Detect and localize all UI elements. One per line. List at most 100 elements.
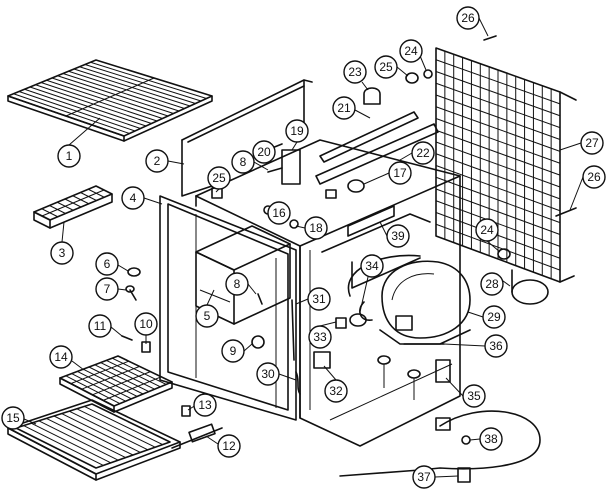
callout-29: 29: [482, 305, 506, 329]
callout-26-upper: 26: [456, 6, 480, 30]
callout-33: 33: [308, 325, 332, 349]
svg-text:18: 18: [309, 221, 323, 235]
cabinet-body-part: [195, 139, 461, 447]
callout-23: 23: [343, 60, 367, 84]
ice-tray-part: [33, 185, 113, 229]
small-rack-part: [59, 355, 173, 413]
callout-8-upper: 8: [231, 150, 255, 174]
svg-text:13: 13: [198, 398, 212, 412]
callout-24-lower: 24: [475, 218, 499, 242]
svg-text:5: 5: [204, 309, 211, 323]
callout-4: 4: [121, 186, 145, 210]
callout-25-lower: 25: [207, 166, 231, 190]
callout-38: 38: [479, 427, 503, 451]
svg-text:19: 19: [290, 124, 304, 138]
svg-text:36: 36: [489, 339, 503, 353]
svg-text:15: 15: [6, 411, 20, 425]
callout-7: 7: [95, 277, 119, 301]
callout-28: 28: [480, 272, 504, 296]
svg-text:9: 9: [230, 344, 237, 358]
svg-text:8: 8: [234, 277, 241, 291]
callout-1: 1: [57, 144, 81, 168]
callout-26-lower: 26: [582, 165, 606, 189]
wire-shelf-part: [7, 59, 213, 142]
svg-text:34: 34: [365, 259, 379, 273]
svg-text:1: 1: [66, 149, 73, 163]
svg-text:10: 10: [139, 317, 153, 331]
svg-text:2: 2: [154, 154, 161, 168]
callout-17: 17: [388, 161, 412, 185]
callout-25-upper: 25: [374, 55, 398, 79]
callout-36: 36: [484, 334, 508, 358]
callout-9: 9: [221, 339, 245, 363]
drain-pan-part: [511, 269, 549, 305]
callout-34: 34: [360, 254, 384, 278]
svg-text:16: 16: [272, 206, 286, 220]
evaporator-box-part: [195, 225, 291, 325]
svg-text:21: 21: [337, 101, 351, 115]
svg-text:29: 29: [487, 310, 501, 324]
svg-text:24: 24: [404, 44, 418, 58]
callout-10: 10: [134, 312, 158, 336]
svg-text:8: 8: [240, 155, 247, 169]
callout-16: 16: [267, 201, 291, 225]
svg-text:30: 30: [261, 367, 275, 381]
svg-text:35: 35: [467, 389, 481, 403]
callout-31: 31: [307, 287, 331, 311]
callout-15: 15: [1, 406, 25, 430]
svg-text:23: 23: [348, 65, 362, 79]
svg-text:37: 37: [417, 470, 431, 484]
callout-11: 11: [88, 314, 112, 338]
svg-text:26: 26: [461, 11, 475, 25]
svg-text:25: 25: [379, 60, 393, 74]
mounting-grommet-part: [377, 355, 451, 400]
callout-20: 20: [252, 140, 276, 164]
svg-text:24: 24: [480, 223, 494, 237]
callout-27: 27: [580, 131, 604, 155]
hardware-parts: [121, 35, 577, 449]
callout-39: 39: [386, 224, 410, 248]
drip-pan-part: [7, 399, 181, 481]
svg-text:20: 20: [257, 145, 271, 159]
svg-text:33: 33: [313, 330, 327, 344]
svg-text:38: 38: [484, 432, 498, 446]
callout-21: 21: [332, 96, 356, 120]
svg-text:12: 12: [222, 439, 236, 453]
svg-text:28: 28: [485, 277, 499, 291]
svg-text:7: 7: [104, 282, 111, 296]
callout-22: 22: [411, 141, 435, 165]
callout-30: 30: [256, 362, 280, 386]
callout-24-upper: 24: [399, 39, 423, 63]
svg-text:3: 3: [59, 246, 66, 260]
callout-12: 12: [217, 434, 241, 458]
callout-13: 13: [193, 393, 217, 417]
callout-37: 37: [412, 465, 436, 489]
svg-text:27: 27: [585, 136, 599, 150]
svg-text:26: 26: [587, 170, 601, 184]
svg-text:32: 32: [329, 384, 343, 398]
callout-14: 14: [49, 345, 73, 369]
svg-text:14: 14: [54, 350, 68, 364]
svg-text:31: 31: [312, 292, 326, 306]
door-gasket-part: [159, 195, 297, 421]
svg-text:17: 17: [393, 166, 407, 180]
callout-19: 19: [285, 119, 309, 143]
svg-text:25: 25: [212, 171, 226, 185]
svg-text:39: 39: [391, 229, 405, 243]
svg-text:22: 22: [416, 146, 430, 160]
callout-35: 35: [462, 384, 486, 408]
power-cord-part: [339, 410, 541, 483]
callout-32: 32: [324, 379, 348, 403]
svg-text:6: 6: [104, 257, 111, 271]
condenser-coil-part: [435, 47, 577, 283]
callout-18: 18: [304, 216, 328, 240]
svg-text:4: 4: [130, 191, 137, 205]
callout-6: 6: [95, 252, 119, 276]
svg-text:11: 11: [94, 319, 107, 333]
callout-8-lower: 8: [225, 272, 249, 296]
callout-2: 2: [145, 149, 169, 173]
callout-5: 5: [195, 304, 219, 328]
callout-3: 3: [50, 241, 74, 265]
